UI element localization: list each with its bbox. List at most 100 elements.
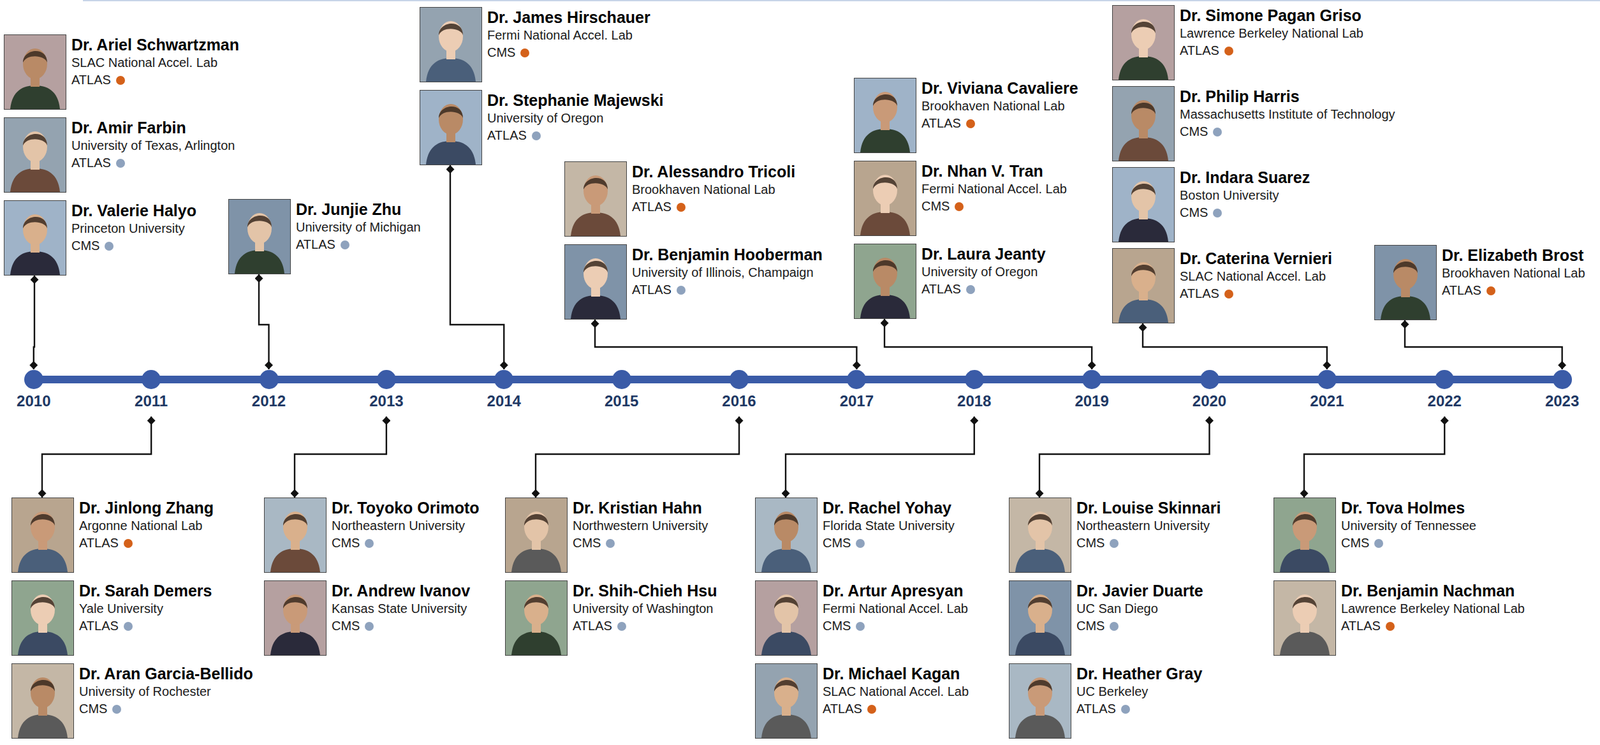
card-row: ATLAS (71, 71, 240, 89)
portrait-shoulders (1118, 218, 1169, 242)
portrait-frame (228, 199, 291, 275)
person-card: Dr. Ariel SchwartzmanSLAC National Accel… (3, 34, 243, 110)
portrait-frame (1009, 580, 1072, 656)
timeline-connector (594, 319, 857, 370)
portrait-hair (583, 260, 608, 273)
portrait-head (1131, 181, 1156, 212)
year-marker: 2015 (596, 369, 648, 417)
portrait-hair (1131, 21, 1156, 34)
card-row: Dr. Toyoko Orimoto (331, 498, 480, 518)
portrait-placeholder (3, 34, 67, 110)
card-row: University of Michigan (295, 218, 421, 236)
portrait-head (1292, 511, 1317, 543)
experiment-name: ATLAS (822, 701, 863, 716)
card-row: University of Rochester (79, 682, 254, 701)
portrait-frame (4, 200, 67, 276)
person-name: Dr. Junjie Zhu (295, 200, 402, 219)
person-card: Dr. Alessandro TricoliBrookhaven Nationa… (564, 161, 799, 237)
experiment-name: ATLAS (1179, 286, 1220, 301)
year-circle-graphic (1434, 369, 1455, 390)
portrait-shoulders (10, 251, 60, 275)
portrait-head (22, 214, 48, 245)
year-marker: 2023 (1536, 369, 1588, 417)
experiment-dot (676, 285, 686, 295)
person-name: Dr. Benjamin Nachman (1341, 581, 1515, 600)
portrait-frame (1009, 663, 1072, 739)
year-circle-graphic (611, 369, 632, 390)
person-card: Dr. Toyoko OrimotoNortheastern Universit… (264, 497, 483, 573)
experiment-dot (1121, 704, 1131, 714)
card-row: University of Illinois, Champaign (631, 264, 823, 282)
portrait-placeholder (1112, 167, 1175, 243)
year-marker: 2013 (360, 369, 412, 417)
card-text: Dr. Stephanie MajewskiUniversity of Oreg… (487, 89, 664, 145)
experiment-dot (855, 621, 865, 631)
experiment-name: CMS (1341, 535, 1370, 550)
year-circle-graphic (964, 369, 985, 390)
portrait-head (1131, 100, 1156, 131)
card-row: Dr. Simone Pagan Griso (1179, 6, 1364, 25)
card-row: ATLAS (1179, 42, 1364, 60)
portrait-head (1131, 262, 1156, 293)
institution-name: Florida State University (822, 518, 955, 533)
experiment-name: ATLAS (921, 281, 962, 296)
card-row: Northeastern University (1076, 517, 1221, 535)
experiment-dot (1224, 289, 1234, 299)
card-row: Dr. James Hirschauer (487, 8, 651, 27)
year-circle (964, 369, 984, 389)
experiment-name: CMS (1076, 618, 1105, 633)
portrait-shoulders (1015, 548, 1065, 573)
year-marker: 2020 (1184, 369, 1236, 417)
portrait-head (1027, 594, 1053, 625)
portrait-hair (438, 106, 463, 118)
card-row: CMS (1179, 123, 1396, 141)
portrait-shoulders (860, 211, 911, 236)
portrait-frame (1112, 86, 1175, 162)
card-row: University of Texas, Arlington (71, 137, 235, 155)
person-card: Dr. Artur ApresyanFermi National Accel. … (755, 580, 971, 656)
institution-name: University of Washington (572, 601, 713, 616)
card-text: Dr. James HirschauerFermi National Accel… (487, 7, 651, 62)
card-row: CMS (1076, 534, 1221, 552)
card-row: Dr. Stephanie Majewski (487, 91, 664, 110)
card-row: Dr. Elizabeth Brost (1441, 246, 1586, 265)
card-row: Northeastern University (331, 517, 480, 535)
card-text: Dr. Benjamin HoobermanUniversity of Illi… (631, 244, 823, 299)
card-row: Dr. Jinlong Zhang (79, 498, 214, 518)
year-marker: 2010 (8, 369, 60, 417)
card-row: Massachusetts Institute of Technology (1179, 105, 1396, 124)
card-row: Dr. Viviana Cavaliere (921, 79, 1079, 98)
card-text: Dr. Andrew IvanovKansas State University… (331, 580, 470, 635)
institution-name: University of Illinois, Champaign (631, 265, 814, 280)
portrait-shoulders (860, 294, 911, 319)
card-row: Lawrence Berkeley National Lab (1179, 24, 1364, 43)
portrait-hair (22, 216, 48, 229)
person-card: Dr. Nhan V. TranFermi National Accel. La… (853, 160, 1070, 236)
experiment-name: ATLAS (1179, 43, 1220, 58)
person-name: Dr. Michael Kagan (822, 664, 960, 683)
card-row: Dr. Artur Apresyan (822, 581, 969, 601)
portrait-placeholder (11, 497, 74, 573)
institution-name: Kansas State University (331, 601, 467, 616)
card-text: Dr. Viviana CavaliereBrookhaven National… (921, 77, 1079, 133)
person-name: Dr. Indara Suarez (1179, 168, 1310, 187)
card-row: Argonne National Lab (79, 517, 214, 535)
year-circle-graphic (1081, 369, 1102, 390)
portrait-shoulders (17, 714, 68, 738)
year-circle (846, 369, 867, 389)
year-marker: 2016 (713, 369, 765, 417)
portrait-placeholder (419, 7, 483, 83)
timeline-connector (785, 416, 975, 498)
person-name: Dr. Philip Harris (1179, 87, 1300, 106)
portrait-shoulders (1380, 295, 1431, 320)
person-card: Dr. Philip HarrisMassachusetts Institute… (1112, 86, 1398, 162)
person-name: Dr. Louise Skinnari (1076, 498, 1221, 517)
person-name: Dr. Shih-Chieh Hsu (572, 581, 717, 600)
portrait-head (1393, 258, 1418, 290)
timeline-connector (1304, 416, 1445, 498)
person-card: Dr. Rachel YohayFlorida State University… (755, 497, 958, 573)
portrait-hair (774, 679, 799, 692)
year-marker: 2014 (478, 369, 530, 417)
card-text: Dr. Laura JeantyUniversity of OregonATLA… (921, 243, 1046, 298)
card-row: Dr. Kristian Hahn (572, 498, 708, 518)
